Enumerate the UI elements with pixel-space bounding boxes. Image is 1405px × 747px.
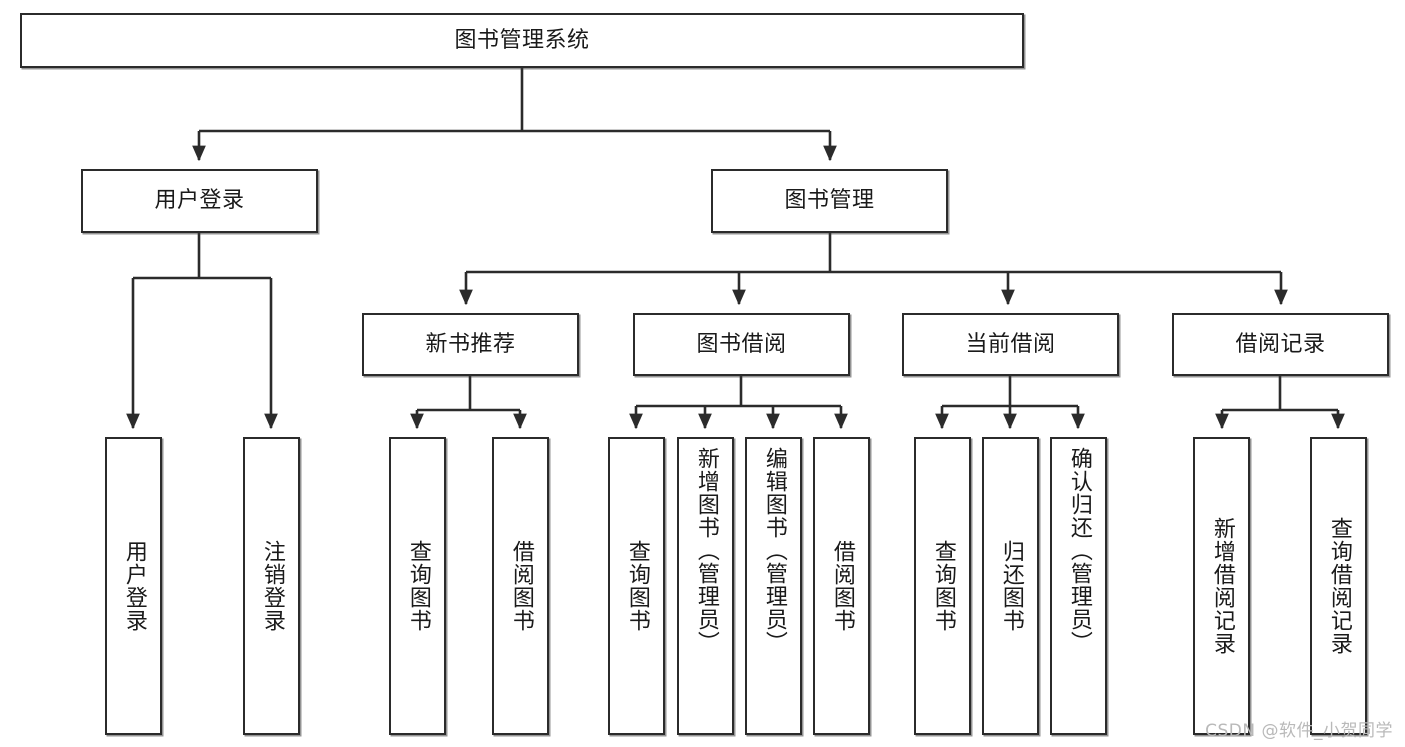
node-leaf-query-book-2[interactable]: 查询图书: [608, 437, 665, 735]
node-book-manage-label: 图书管理: [784, 188, 875, 213]
node-leaf-query-book-3-label: 查询图书: [930, 540, 956, 632]
node-leaf-add-book-label: 新增图书（管理员）: [693, 447, 719, 654]
node-leaf-query-record-label: 查询借阅记录: [1326, 517, 1352, 655]
node-leaf-borrow-book-1-label: 借阅图书: [508, 540, 534, 632]
node-root-system[interactable]: 图书管理系统: [20, 13, 1024, 68]
node-current-borrow-label: 当前借阅: [965, 331, 1056, 357]
node-leaf-logout[interactable]: 注销登录: [243, 437, 300, 735]
node-leaf-user-login[interactable]: 用户登录: [105, 437, 162, 735]
node-leaf-borrow-book-1[interactable]: 借阅图书: [492, 437, 549, 735]
node-book-borrow[interactable]: 图书借阅: [633, 313, 850, 376]
node-new-book-recommend[interactable]: 新书推荐: [362, 313, 579, 376]
node-borrow-record[interactable]: 借阅记录: [1172, 313, 1389, 376]
node-leaf-query-book-3[interactable]: 查询图书: [914, 437, 971, 735]
node-leaf-logout-label: 注销登录: [259, 540, 285, 632]
node-leaf-query-record[interactable]: 查询借阅记录: [1310, 437, 1367, 735]
node-leaf-user-login-label: 用户登录: [121, 540, 147, 632]
node-leaf-confirm-return-label: 确认归还（管理员）: [1066, 447, 1092, 654]
node-borrow-record-label: 借阅记录: [1235, 331, 1326, 357]
node-root-system-label: 图书管理系统: [454, 27, 590, 53]
watermark-text: CSDN @软件_小贺同学: [1205, 721, 1393, 741]
node-leaf-borrow-book-2[interactable]: 借阅图书: [813, 437, 870, 735]
node-leaf-query-book-1-label: 查询图书: [405, 540, 431, 632]
node-book-borrow-label: 图书借阅: [696, 331, 787, 357]
node-leaf-add-book[interactable]: 新增图书（管理员）: [677, 437, 734, 735]
node-leaf-query-book-1[interactable]: 查询图书: [389, 437, 446, 735]
node-book-manage[interactable]: 图书管理: [711, 169, 948, 233]
node-leaf-borrow-book-2-label: 借阅图书: [829, 540, 855, 632]
node-leaf-confirm-return[interactable]: 确认归还（管理员）: [1050, 437, 1107, 735]
node-leaf-add-record-label: 新增借阅记录: [1209, 517, 1235, 655]
node-leaf-return-book[interactable]: 归还图书: [982, 437, 1039, 735]
node-leaf-return-book-label: 归还图书: [998, 540, 1024, 632]
node-leaf-edit-book-label: 编辑图书（管理员）: [761, 447, 787, 654]
node-user-login[interactable]: 用户登录: [81, 169, 318, 233]
node-current-borrow[interactable]: 当前借阅: [902, 313, 1119, 376]
node-new-book-recommend-label: 新书推荐: [425, 331, 516, 357]
node-user-login-label: 用户登录: [154, 188, 245, 213]
node-leaf-edit-book[interactable]: 编辑图书（管理员）: [745, 437, 802, 735]
node-leaf-add-record[interactable]: 新增借阅记录: [1193, 437, 1250, 735]
node-leaf-query-book-2-label: 查询图书: [624, 540, 650, 632]
